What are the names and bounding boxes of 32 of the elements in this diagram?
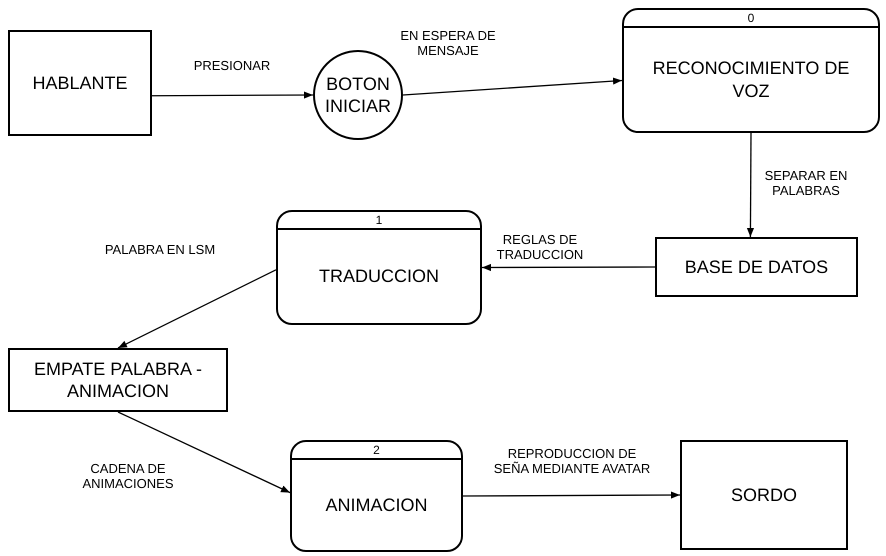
edge-label: PALABRA EN LSM (104, 242, 216, 257)
arrow (118, 269, 276, 349)
arrow (118, 411, 290, 494)
process-label: RECONOCIMIENTO DE VOZ (652, 57, 850, 102)
process-box (276, 210, 482, 325)
process-label: ANIMACION (325, 494, 428, 516)
process-number: 2 (373, 444, 380, 456)
edge-label: CADENA DE ANIMACIONES (81, 461, 174, 491)
entity-box (680, 440, 848, 550)
arrow (402, 78, 622, 96)
edge-label: EN ESPERA DE MENSAJE (399, 28, 497, 58)
arrow (152, 91, 313, 99)
process-label: TRADUCCION (319, 265, 439, 288)
arrow (463, 491, 680, 499)
edge-label: SEPARAR EN PALABRAS (764, 168, 848, 198)
edge-label: REGLAS DE TRADUCCION (496, 232, 584, 262)
edge-label: REPRODUCCION DE SEÑA MEDIANTE AVATAR (492, 446, 652, 476)
arrow (746, 133, 754, 237)
process-box (622, 8, 880, 133)
entity-box (8, 30, 152, 136)
process-number: 0 (748, 12, 754, 24)
entity-box (8, 348, 228, 412)
process-box (290, 440, 463, 552)
node-label: SORDO (730, 484, 797, 506)
node-label: EMPATE PALABRA - ANIMACION (32, 358, 204, 402)
entity-box (655, 237, 858, 297)
edge-label: PRESIONAR (192, 58, 272, 73)
node-label: BOTON INICIAR (324, 72, 392, 118)
node-label: HABLANTE (32, 72, 128, 94)
node-label: BASE DE DATOS (684, 256, 828, 278)
arrow (482, 264, 655, 272)
process-number: 1 (376, 214, 382, 226)
